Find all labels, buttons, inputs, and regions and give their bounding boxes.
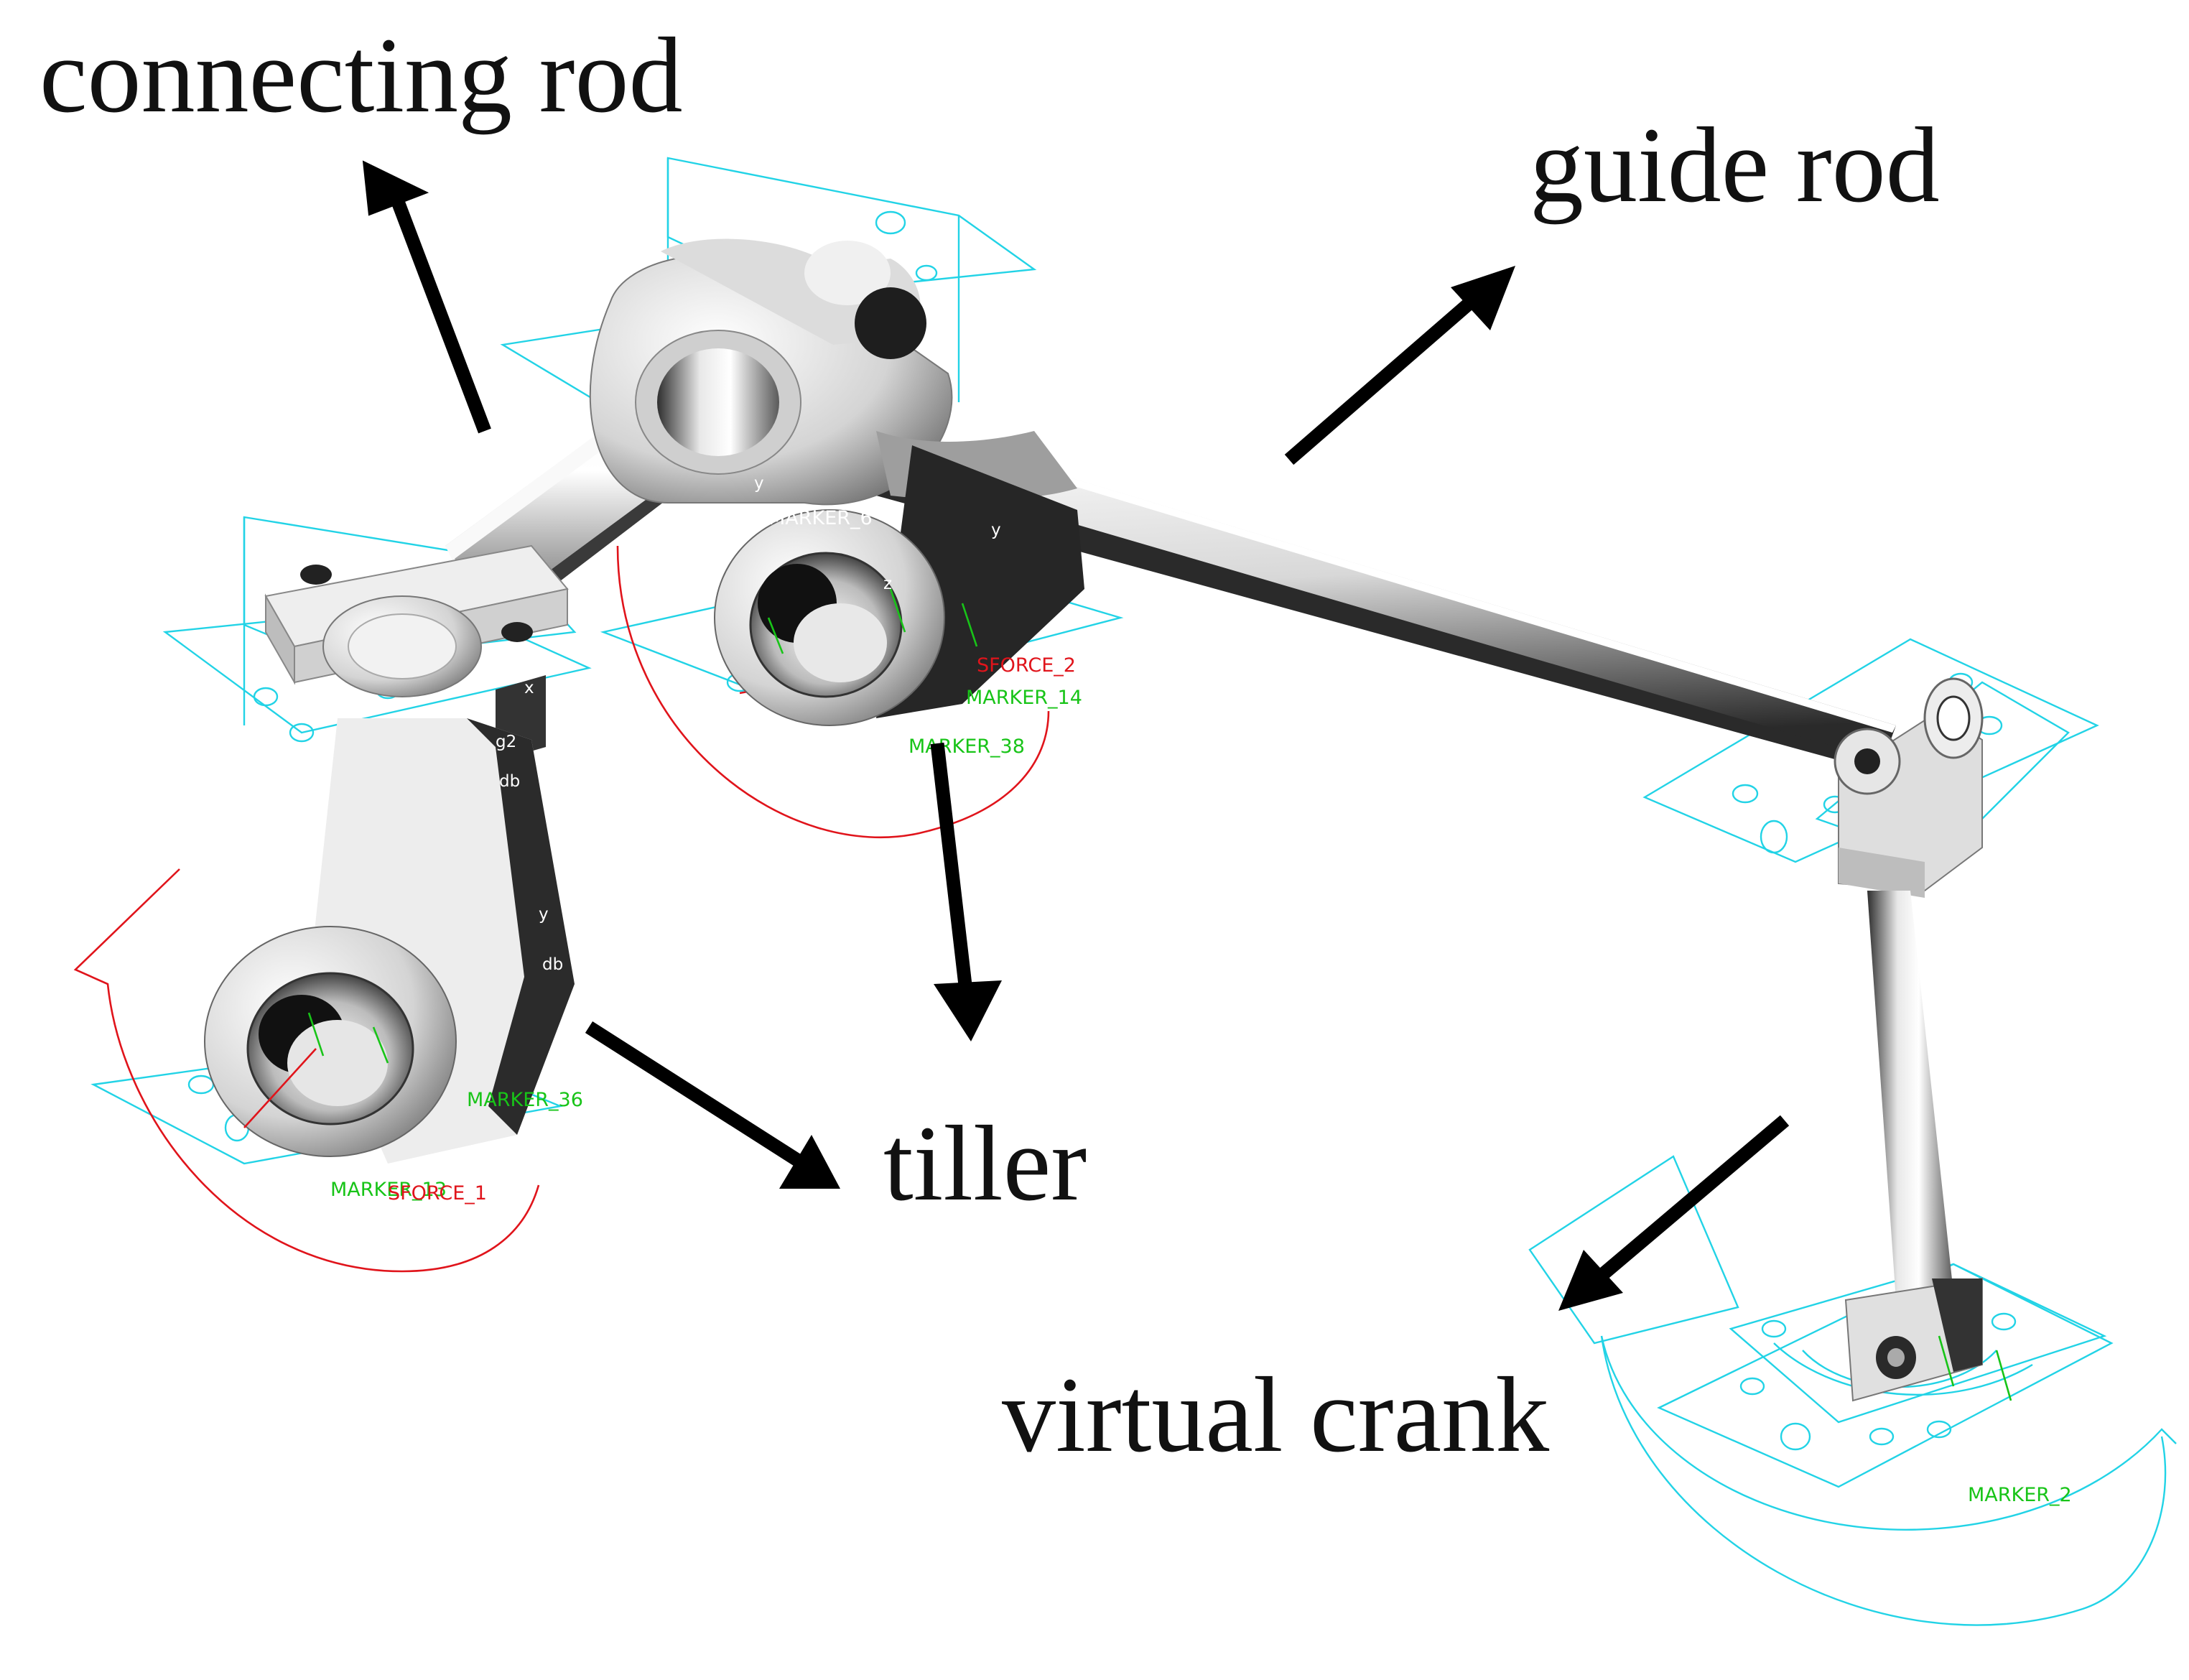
callout-arrows — [362, 160, 1790, 1311]
virtual-crank-caption: virtual crank — [1002, 1355, 1549, 1475]
axis-db-label: db — [499, 772, 520, 791]
guide-rod-clevis — [1834, 677, 1984, 898]
tiller-caption: tiller — [883, 1104, 1087, 1223]
arrow-tiller-left — [585, 1021, 840, 1189]
tiller-left-part — [204, 718, 575, 1164]
guide-rod-caption: guide rod — [1530, 106, 1940, 225]
marker-axes — [243, 588, 2012, 1401]
tiller-middle-part — [714, 445, 1084, 726]
axis-x-label: x — [524, 679, 534, 697]
axis-glyphs: y z y x g2 db y db — [496, 474, 1001, 974]
connecting-rod-caption: connecting rod — [39, 16, 683, 135]
axis-g2-label: g2 — [496, 733, 516, 751]
marker-13-label: MARKER_13 — [330, 1179, 447, 1201]
connecting-rod-head — [589, 238, 1077, 506]
left-bearing-block — [264, 544, 569, 761]
arrow-guide-rod — [1284, 266, 1515, 465]
marker-38-label: MARKER_38 — [908, 735, 1025, 758]
axis-y-label-3: y — [539, 905, 549, 924]
virtual-crank-part — [1844, 891, 1983, 1402]
guide-rod-part — [876, 424, 1896, 772]
axis-y-label: y — [754, 474, 764, 493]
marker-6-label: MARKER_6 — [768, 507, 873, 529]
arrow-tiller-middle — [930, 742, 1002, 1041]
arrow-virtual-crank — [1558, 1115, 1790, 1311]
marker-2-label: MARKER_2 — [1968, 1484, 2072, 1506]
arrow-connecting-rod — [362, 160, 491, 434]
axis-db-label-2: db — [542, 955, 563, 974]
marker-14-label: MARKER_14 — [966, 687, 1082, 709]
captions: connecting rod guide rod tiller virtual … — [39, 16, 1940, 1475]
marker-36-label: MARKER_36 — [467, 1089, 583, 1111]
sforce-2-label: SFORCE_2 — [977, 654, 1076, 677]
axis-y-label-2: y — [991, 521, 1001, 539]
sforce-1-label: SFORCE_1 — [388, 1182, 487, 1205]
axis-z-label: z — [883, 575, 892, 593]
marker-labels: MARKER_6 SFORCE_2 MARKER_14 MARKER_38 MA… — [330, 507, 2072, 1506]
